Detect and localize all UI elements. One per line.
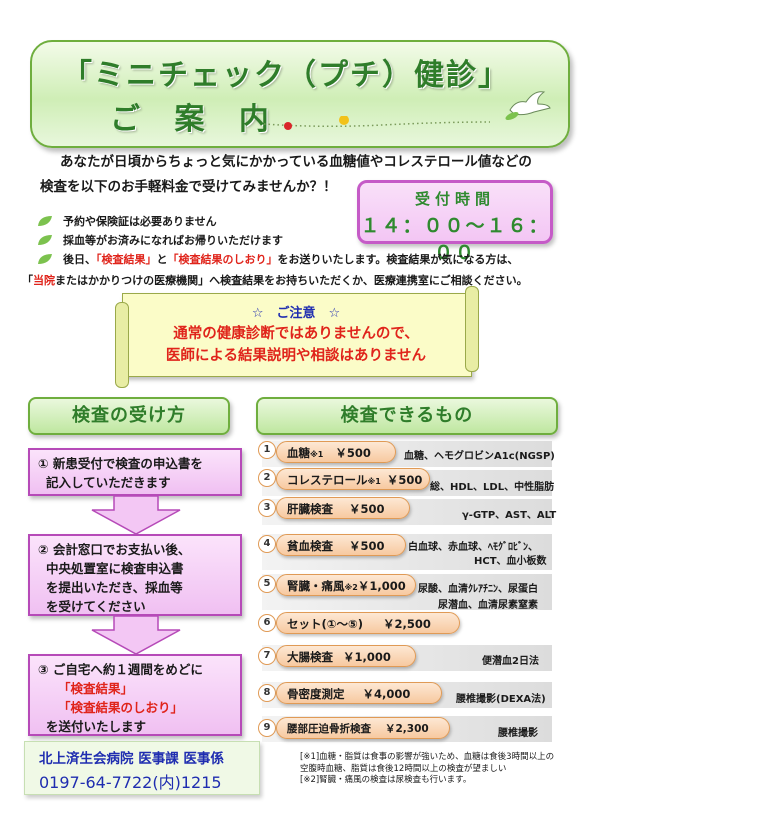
bird-icon bbox=[505, 91, 551, 121]
item-desc: 尿酸、血清ｸﾚｱﾁﾆﾝ、尿蛋白 bbox=[418, 584, 538, 595]
item-desc: 腰椎撮影(DEXA法) bbox=[456, 694, 546, 705]
item-number: 8 bbox=[258, 684, 276, 702]
item-desc: γ-GTP、AST、ALT bbox=[462, 510, 557, 521]
step-3: ③ ご自宅へ約１週間をめどに 「検査結果」 「検査結果のしおり」 を送付いたしま… bbox=[28, 654, 242, 736]
page-title: 「ミニチェック（プチ）健診」 bbox=[62, 58, 510, 93]
section-tests: 検査できるもの bbox=[256, 397, 558, 435]
caution-title: ☆ ご注意 ☆ bbox=[251, 306, 341, 321]
item-desc: 腰椎撮影 bbox=[498, 728, 538, 739]
item-name-price: 肝臓検査￥500 bbox=[276, 497, 410, 519]
arrow-down-icon bbox=[91, 496, 181, 535]
intro-text: あなたが日頃からちょっと気にかかっている血糖値やコレステロール値などの 検査を以… bbox=[40, 150, 580, 200]
item-number: 7 bbox=[258, 647, 276, 665]
intro-line-2: 検査を以下のお手軽料金で受けてみませんか？！ bbox=[40, 179, 337, 195]
list-item: 後日、「検査結果」と「検査結果のしおり」をお送りいたします。検査結果が気になる方… bbox=[33, 250, 518, 269]
item-number: 9 bbox=[258, 719, 276, 737]
leaf-icon bbox=[38, 254, 52, 264]
list-item: 採血等がお済みになればお帰りいただけます bbox=[33, 231, 518, 250]
list-item: 予約や保険証は必要ありません bbox=[33, 212, 518, 231]
reception-hours-box: 受付時間 １４：００～１６：００ bbox=[357, 180, 553, 264]
item-name-price: 腰部圧迫骨折検査￥2,300 bbox=[276, 717, 450, 739]
item-number: 3 bbox=[258, 499, 276, 517]
item-name-price: 貧血検査￥500 bbox=[276, 534, 406, 556]
item-name-price: 骨密度測定￥4,000 bbox=[276, 682, 442, 704]
item-desc: 尿潜血、血清尿素窒素 bbox=[438, 600, 538, 611]
dotted-decoration bbox=[263, 116, 491, 130]
header-banner bbox=[30, 40, 570, 148]
arrow-down-icon bbox=[91, 616, 181, 655]
contact-box: 北上済生会病院 医事課 医事係 0197-64-7722(内)1215 bbox=[24, 741, 260, 795]
footnote: [※1]血糖・脂質は食事の影響が強いため、血糖は食後3時間以上の 空腹時血糖、脂… bbox=[300, 752, 555, 785]
item-desc: 白血球、赤血球、ﾍﾓｸﾞﾛﾋﾞﾝ、 bbox=[408, 542, 538, 553]
page-subtitle: ご 案 内 bbox=[110, 102, 281, 137]
step-1: ① 新患受付で検査の申込書を 記入していただきます bbox=[28, 448, 242, 496]
contact-phone: 0197-64-7722(内)1215 bbox=[39, 773, 222, 792]
item-number: 1 bbox=[258, 441, 276, 459]
note-consultation: 「当院またはかかりつけの医療機関」へ検査結果をお持ちいただくか、医療連携室にご相… bbox=[22, 274, 528, 287]
leaf-icon bbox=[38, 235, 52, 245]
item-desc: 血糖、ヘモグロビンA1c(NGSP) bbox=[404, 451, 555, 462]
item-number: 4 bbox=[258, 535, 276, 553]
intro-line-1: あなたが日頃からちょっと気にかかっている血糖値やコレステロール値などの bbox=[60, 154, 532, 170]
item-name-price: セット(①～⑤)￥2,500 bbox=[276, 612, 460, 634]
leaf-icon bbox=[38, 216, 52, 226]
item-desc: HCT、血小板数 bbox=[474, 556, 547, 567]
item-desc: 便潜血2日法 bbox=[482, 656, 539, 667]
section-how-to: 検査の受け方 bbox=[28, 397, 230, 435]
item-name-price: 大腸検査￥1,000 bbox=[276, 645, 416, 667]
caution-scroll bbox=[115, 286, 479, 388]
item-number: 2 bbox=[258, 469, 276, 487]
item-desc: 総、HDL、LDL、中性脂肪 bbox=[430, 482, 555, 493]
reception-hours: １４：００～１６：００ bbox=[360, 215, 550, 264]
caution-text: 通常の健康診断ではありませんので、 医師による結果説明や相談はありません bbox=[165, 326, 427, 364]
item-number: 5 bbox=[258, 575, 276, 593]
reception-label: 受付時間 bbox=[414, 190, 495, 208]
item-name-price: コレステロール※1￥500 bbox=[276, 468, 430, 490]
item-number: 6 bbox=[258, 614, 276, 632]
contact-name: 北上済生会病院 医事課 医事係 bbox=[39, 751, 224, 767]
item-name-price: 腎臓・痛風※2￥1,000 bbox=[276, 574, 416, 596]
step-2: ② 会計窓口でお支払い後、 中央処置室に検査申込書 を提出いただき、採血等 を受… bbox=[28, 534, 242, 616]
notes-list: 予約や保険証は必要ありません 採血等がお済みになればお帰りいただけます 後日、「… bbox=[33, 212, 518, 269]
item-name-price: 血糖※1￥500 bbox=[276, 441, 396, 463]
